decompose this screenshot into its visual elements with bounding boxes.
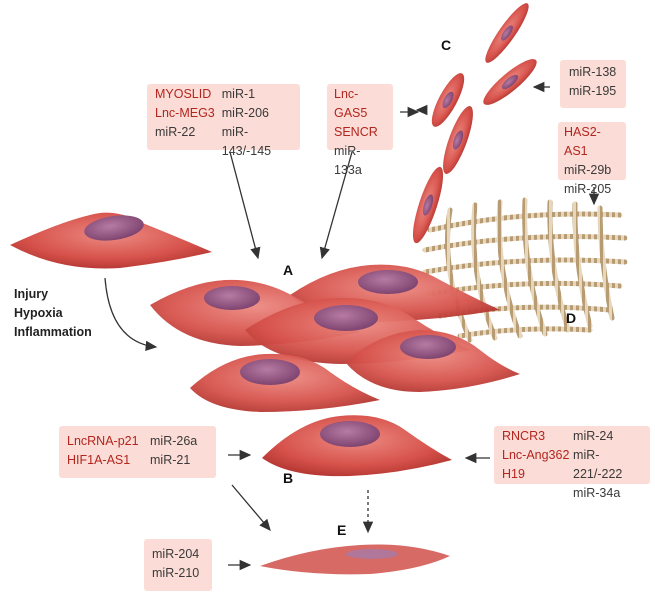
migrating-cells [412,3,537,244]
lncrna-label: Lnc-GAS5 [334,87,368,120]
mirna-label: miR-29b [564,163,612,177]
regulator-box-c: miR-138 miR-195 [560,60,626,108]
regulator-box-b-right: RNCR3 Lnc-Ang362 H19 miR-24 miR-221/-222… [494,426,650,500]
mirna-label: miR-205 [564,182,612,196]
senescent-cell [260,544,450,575]
panel-label-d: D [566,310,577,326]
lncrna-label: MYOSLID [155,87,212,101]
mirna-label: miR-22 [155,125,196,139]
mirna-label: miR-206 [221,106,270,120]
regulator-box-a-right: Lnc-GAS5 SENCR miR-133a [327,84,393,177]
mirna-label: miR-133a [334,144,362,177]
cell-cluster [150,264,520,412]
lncrna-label: HAS2-AS1 [564,125,601,158]
panel-label-c: C [441,37,452,53]
regulator-box-e: miR-204 miR-210 [144,539,212,591]
quiescent-cell [10,212,212,269]
lncrna-label: H19 [502,467,525,481]
lncrna-label: RNCR3 [502,429,546,443]
stimulus-injury: Injury [14,287,49,301]
stimulus-inflammation: Inflammation [14,325,92,339]
arrows [104,81,600,571]
lncrna-label: HIF1A-AS1 [67,453,131,467]
panel-label-e: E [337,522,347,538]
mirna-label: miR-1 [221,87,256,101]
regulator-box-a-left: MYOSLID Lnc-MEG3 miR-22 miR-1 miR-206 mi… [147,84,300,158]
lncrna-label: Lnc-Ang362 [502,448,570,462]
lncrna-label: Lnc-MEG3 [155,106,215,120]
mirna-label: miR-221/-222 [573,448,623,481]
mirna-label: miR-195 [569,84,617,98]
mirna-label: miR-143/-145 [221,125,272,158]
stimuli-list: Injury Hypoxia Inflammation [14,285,92,342]
ecm-mesh [422,197,628,343]
stimulus-hypoxia: Hypoxia [14,306,63,320]
lncrna-label: SENCR [334,125,378,139]
lncrna-label: LncRNA-p21 [67,434,139,448]
panel-label-a: A [283,262,294,278]
regulator-box-b-left: LncRNA-p21 HIF1A-AS1 miR-26a miR-21 [59,426,216,478]
mirna-label: miR-34a [573,486,621,500]
panel-label-b: B [283,470,294,486]
mirna-label: miR-24 [573,429,614,443]
mirna-label: miR-21 [150,453,191,467]
mirna-label: miR-210 [152,566,200,580]
mirna-label: miR-26a [150,434,198,448]
regulator-box-d: HAS2-AS1 miR-29b miR-205 [558,122,626,196]
mirna-label: miR-138 [569,65,617,79]
mirna-label: miR-204 [152,547,200,561]
apoptotic-cell [262,415,452,477]
